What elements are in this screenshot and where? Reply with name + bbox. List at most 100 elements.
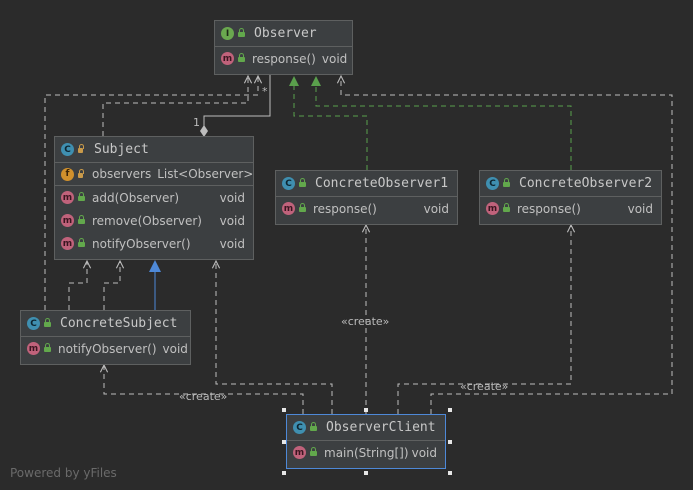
lock-icon (310, 447, 318, 456)
realization-arrowhead-2 (311, 76, 321, 86)
selection-handle[interactable] (364, 408, 368, 412)
lock-icon (299, 203, 307, 212)
method-type: void (321, 51, 348, 66)
class-concrete-subject[interactable]: C ConcreteSubject m notifyObserver() voi… (20, 310, 191, 365)
class-header: C ConcreteObserver2 (480, 171, 661, 197)
powered-by-label: Powered by yFiles (10, 466, 117, 480)
realization-edge-concrete-observer2 (315, 86, 572, 170)
method-icon: m (282, 202, 295, 215)
class-observer-client[interactable]: C ObserverClient m main(String[]) void (286, 414, 446, 469)
class-header: I Observer (215, 21, 352, 47)
class-icon: C (486, 177, 499, 190)
selection-handle[interactable] (282, 408, 286, 412)
lock-icon (78, 238, 86, 247)
field-icon: f (61, 167, 74, 181)
lock-icon (299, 178, 307, 187)
selection-handle[interactable] (448, 408, 452, 412)
method-row[interactable]: m notifyObserver() void (55, 232, 253, 255)
lock-icon (44, 343, 52, 352)
field-type: List<Observer> (157, 167, 254, 181)
method-name: response() (517, 201, 581, 216)
class-icon: C (293, 421, 306, 434)
realization-arrowhead-1 (289, 76, 299, 86)
key-icon (78, 144, 86, 153)
field-name: observers (92, 167, 152, 181)
generalization-arrowhead (149, 260, 161, 272)
create-label-concreteobserver1: «create» (341, 315, 390, 328)
multiplicity-one-label: 1 (193, 116, 200, 129)
lock-icon (78, 192, 86, 201)
method-row[interactable]: m response() void (480, 197, 661, 220)
method-name: main(String[]) (324, 445, 409, 460)
class-observer[interactable]: I Observer m response() void (214, 20, 353, 75)
lock-icon (310, 422, 318, 431)
create-edge-concreteobserver2 (397, 225, 571, 414)
class-subject[interactable]: C Subject f observers List<Observer> m a… (54, 136, 254, 260)
class-name: Observer (254, 26, 317, 41)
create-label-concreteobserver2: «create» (460, 380, 509, 393)
selection-handle[interactable] (448, 440, 452, 444)
method-type: void (411, 445, 437, 460)
method-icon: m (293, 446, 306, 459)
selection-handle[interactable] (448, 471, 452, 475)
class-icon: C (27, 317, 40, 330)
dependency-edge-subject-observer (102, 76, 248, 136)
method-icon: m (221, 52, 234, 65)
selection-handle[interactable] (282, 471, 286, 475)
method-name: notifyObserver() (58, 341, 157, 356)
method-icon: m (61, 191, 74, 204)
lock-icon (503, 178, 511, 187)
class-icon: C (61, 143, 74, 156)
lock-icon (503, 203, 511, 212)
create-edge-concretesubject (104, 365, 304, 414)
class-name: ObserverClient (326, 420, 436, 435)
class-header: C ObserverClient (287, 415, 445, 441)
multiplicity-many-label: * (262, 85, 268, 98)
key-icon (78, 168, 86, 178)
selection-handle[interactable] (364, 471, 368, 475)
class-name: ConcreteSubject (60, 316, 178, 331)
class-header: C ConcreteSubject (21, 311, 190, 337)
method-row[interactable]: m remove(Observer) void (55, 209, 253, 232)
method-icon: m (61, 237, 74, 250)
method-row[interactable]: m main(String[]) void (287, 441, 445, 464)
class-name: ConcreteObserver2 (519, 176, 653, 191)
class-header: C Subject (55, 137, 253, 163)
lock-icon (78, 215, 86, 224)
class-header: C ConcreteObserver1 (276, 171, 457, 197)
method-name: notifyObserver() (92, 236, 191, 251)
dependency-edge-client-subject (216, 261, 333, 414)
aggregation-diamond (200, 125, 208, 137)
method-row[interactable]: m response() void (215, 47, 352, 70)
class-concrete-observer2[interactable]: C ConcreteObserver2 m response() void (479, 170, 662, 225)
method-name: response() (313, 201, 377, 216)
interface-icon: I (221, 27, 234, 40)
realization-edge-concrete-observer1 (293, 86, 368, 170)
method-type: void (219, 236, 245, 251)
method-type: void (627, 201, 653, 216)
dependency-edge-client-observer (341, 76, 673, 414)
dependency-edge-concretesubject-subject-2 (103, 261, 120, 310)
method-row[interactable]: m response() void (276, 197, 457, 220)
field-row[interactable]: f observers List<Observer> (55, 163, 253, 186)
class-icon: C (282, 177, 295, 190)
create-label-concretesubject: «create» (179, 390, 228, 403)
method-icon: m (27, 342, 40, 355)
class-name: ConcreteObserver1 (315, 176, 449, 191)
method-icon: m (486, 202, 499, 215)
method-type: void (423, 201, 449, 216)
method-name: remove(Observer) (92, 213, 202, 228)
method-row[interactable]: m notifyObserver() void (21, 337, 190, 360)
selection-handle[interactable] (282, 440, 286, 444)
method-name: response() (252, 51, 316, 66)
dependency-edge-concretesubject-subject-1 (68, 261, 87, 310)
lock-icon (238, 28, 246, 37)
class-concrete-observer1[interactable]: C ConcreteObserver1 m response() void (275, 170, 458, 225)
lock-icon (238, 53, 246, 62)
lock-icon (44, 318, 52, 327)
method-icon: m (61, 214, 74, 227)
method-type: void (219, 213, 245, 228)
method-name: add(Observer) (92, 190, 179, 205)
method-row[interactable]: m add(Observer) void (55, 186, 253, 209)
